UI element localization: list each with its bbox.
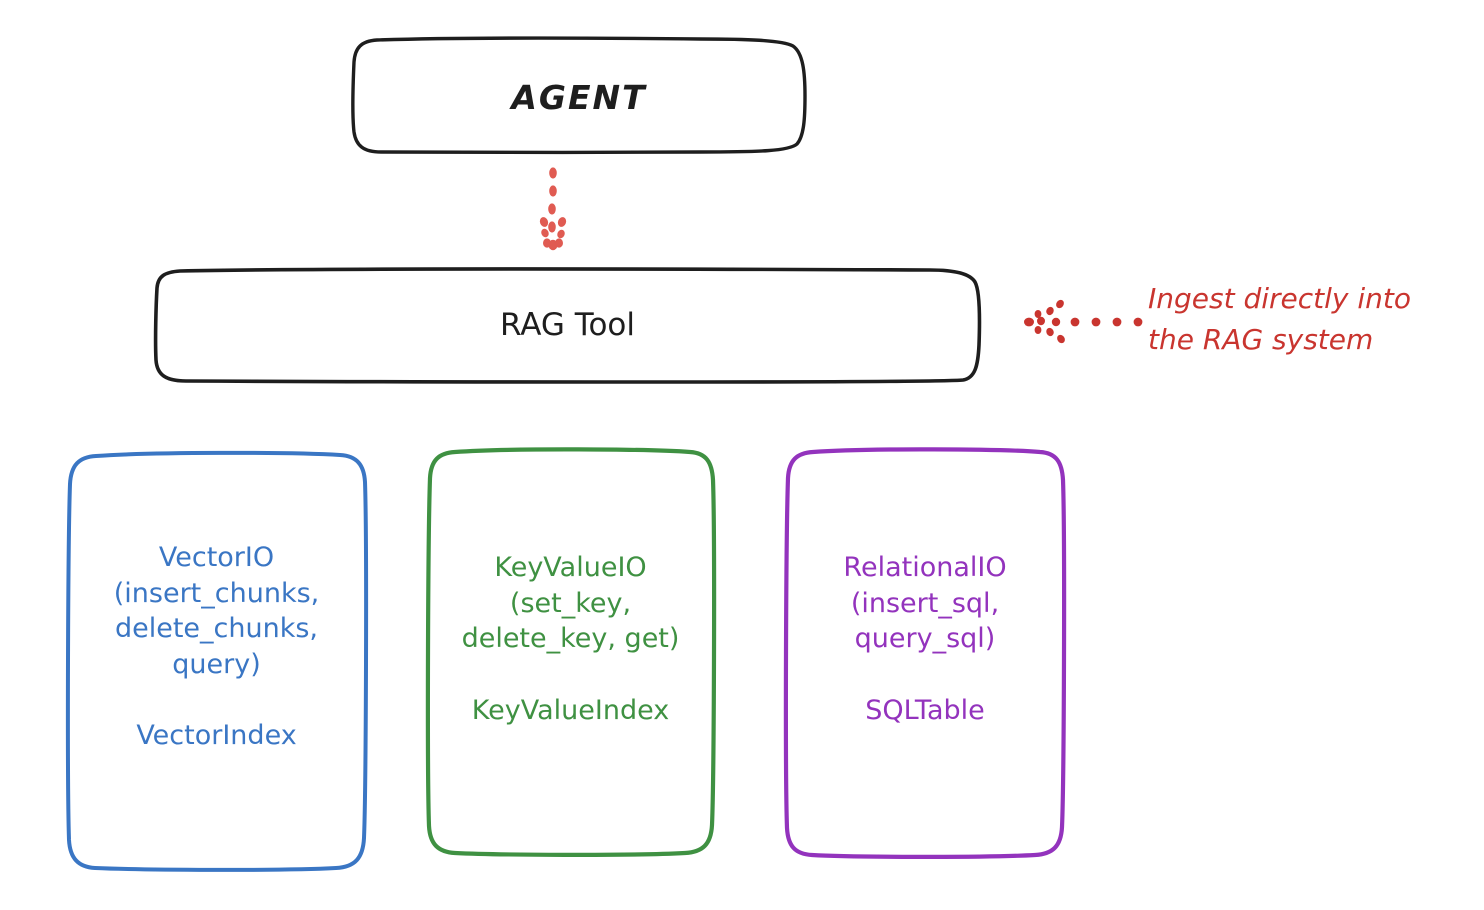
- ingest-note-arrow: [1024, 299, 1143, 344]
- key-value-io-box-outline: [425, 447, 717, 857]
- key-value-io-node[interactable]: [425, 447, 717, 857]
- rag-tool-box-outline: [153, 267, 982, 384]
- vector-io-node[interactable]: [65, 450, 369, 872]
- ingest-note-text: Ingest directly into the RAG system: [1148, 282, 1412, 356]
- agent-node[interactable]: [351, 36, 807, 155]
- agent-to-rag-arrow: [539, 167, 567, 251]
- rag-tool-node[interactable]: [153, 267, 982, 384]
- relational-io-box-outline: [783, 447, 1067, 859]
- agent-box-outline: [351, 36, 807, 155]
- relational-io-node[interactable]: [783, 447, 1067, 859]
- vector-io-box-outline: [65, 450, 369, 872]
